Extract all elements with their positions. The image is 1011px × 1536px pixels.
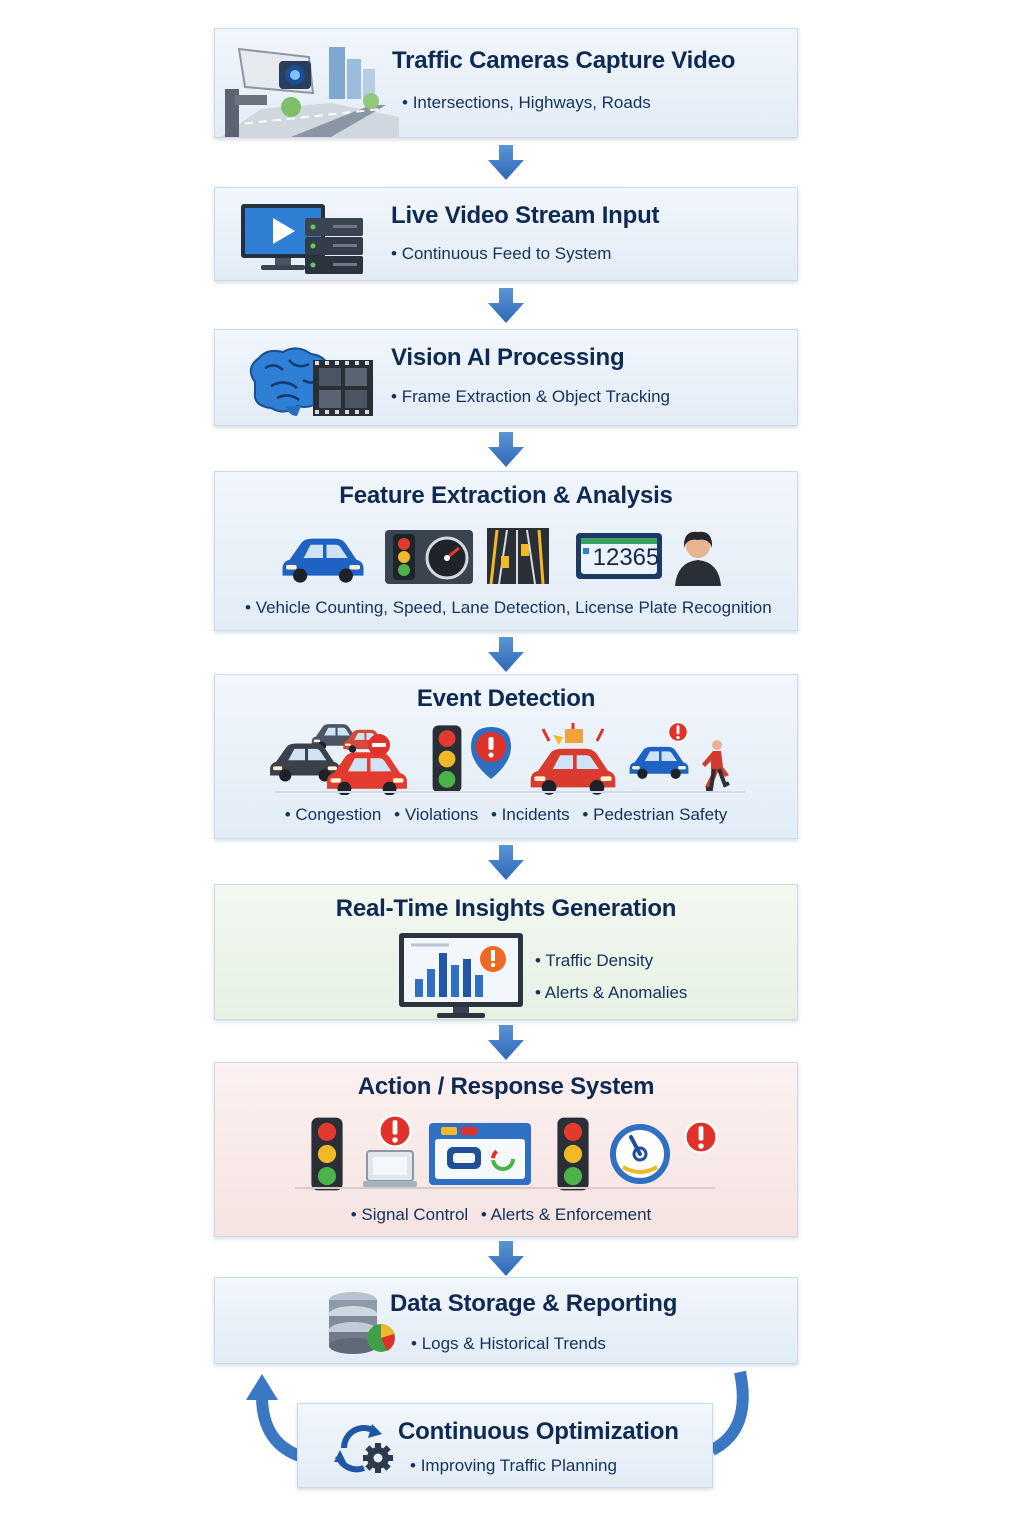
person-icon xyxy=(675,531,721,586)
congestion-cars-icon xyxy=(259,719,409,795)
alert-icon xyxy=(683,1119,719,1155)
step-bullet: Signal Control xyxy=(351,1205,468,1224)
step-title: Continuous Optimization xyxy=(398,1418,679,1445)
step-title: Data Storage & Reporting xyxy=(390,1290,678,1317)
server-icon xyxy=(305,218,363,274)
step-bullet: Violations xyxy=(394,805,478,824)
down-arrow-icon xyxy=(486,432,526,468)
step-insights: Real-Time Insights Generation Traffic De… xyxy=(214,884,798,1020)
down-arrow-icon xyxy=(486,288,526,324)
traffic-light-speedometer-icon xyxy=(385,530,473,584)
traffic-light-icon xyxy=(307,1115,347,1193)
film-strip-icon xyxy=(313,360,373,416)
step-vision-ai: Vision AI Processing Frame Extraction & … xyxy=(214,329,798,426)
step-bullet: Frame Extraction & Object Tracking xyxy=(391,387,670,407)
step-bullet: Alerts & Anomalies xyxy=(535,983,688,1003)
step-title: Traffic Cameras Capture Video xyxy=(392,47,736,74)
alert-icon xyxy=(377,1113,413,1149)
chart-monitor-icon xyxy=(399,933,523,1018)
step-video-stream: Live Video Stream Input Continuous Feed … xyxy=(214,187,798,281)
license-plate-icon xyxy=(576,533,662,579)
step-title: Real-Time Insights Generation xyxy=(335,895,677,922)
down-arrow-icon xyxy=(486,637,526,673)
traffic-light-icon xyxy=(429,723,465,795)
step-title: Event Detection xyxy=(416,685,596,712)
car-icon xyxy=(627,741,691,781)
event-bullets: Congestion Violations Incidents Pedestri… xyxy=(215,805,797,825)
down-arrow-icon xyxy=(486,1241,526,1277)
alert-icon xyxy=(667,721,689,743)
cycle-gear-icon xyxy=(334,1424,393,1473)
gauge-icon xyxy=(610,1124,670,1184)
lane-icon xyxy=(487,528,549,585)
step-bullet: Pedestrian Safety xyxy=(582,805,727,824)
step-bullet: Congestion xyxy=(285,805,382,824)
action-bullets: Signal Control Alerts & Enforcement xyxy=(205,1205,797,1225)
step-camera-capture: Traffic Cameras Capture Video Intersecti… xyxy=(214,28,798,138)
step-action-response: Action / Response System Signal Control … xyxy=(214,1062,798,1237)
kiosk-icon xyxy=(363,1150,417,1187)
traffic-light-icon xyxy=(553,1115,593,1193)
step-data-storage: Data Storage & Reporting Logs & Historic… xyxy=(214,1277,798,1364)
step-bullet: Alerts & Enforcement xyxy=(481,1205,651,1224)
step-title: Vision AI Processing xyxy=(391,344,625,371)
step-bullet: Continuous Feed to System xyxy=(391,244,612,264)
incident-car-icon xyxy=(530,723,616,795)
step-bullet: Intersections, Highways, Roads xyxy=(402,93,651,113)
database-icon xyxy=(329,1292,395,1354)
traffic-camera-icon xyxy=(221,47,399,137)
license-plate-number: 12365 xyxy=(592,544,660,571)
down-arrow-icon xyxy=(486,845,526,881)
step-bullet: Logs & Historical Trends xyxy=(411,1334,606,1354)
step-title: Feature Extraction & Analysis xyxy=(339,482,673,509)
step-bullet: Incidents xyxy=(491,805,570,824)
alert-icon xyxy=(471,727,511,779)
step-optimization: Continuous Optimization Improving Traffi… xyxy=(297,1403,713,1488)
step-title: Action / Response System xyxy=(357,1073,655,1100)
step-title: Live Video Stream Input xyxy=(391,202,660,229)
pedestrian-icon xyxy=(702,740,730,791)
step-bullet: Traffic Density xyxy=(535,951,653,971)
down-arrow-icon xyxy=(486,1025,526,1061)
step-bullet: Improving Traffic Planning xyxy=(410,1456,617,1476)
step-bullet: Vehicle Counting, Speed, Lane Detection,… xyxy=(245,598,772,618)
dashboard-screen-icon xyxy=(429,1123,531,1185)
step-event-detection: Event Detection Congestion Violations In… xyxy=(214,674,798,839)
step-feature-extraction: Feature Extraction & Analysis 12365 Vehi… xyxy=(214,471,798,631)
car-icon xyxy=(279,530,367,586)
loop-arrow-icon xyxy=(709,1370,749,1456)
down-arrow-icon xyxy=(486,145,526,181)
